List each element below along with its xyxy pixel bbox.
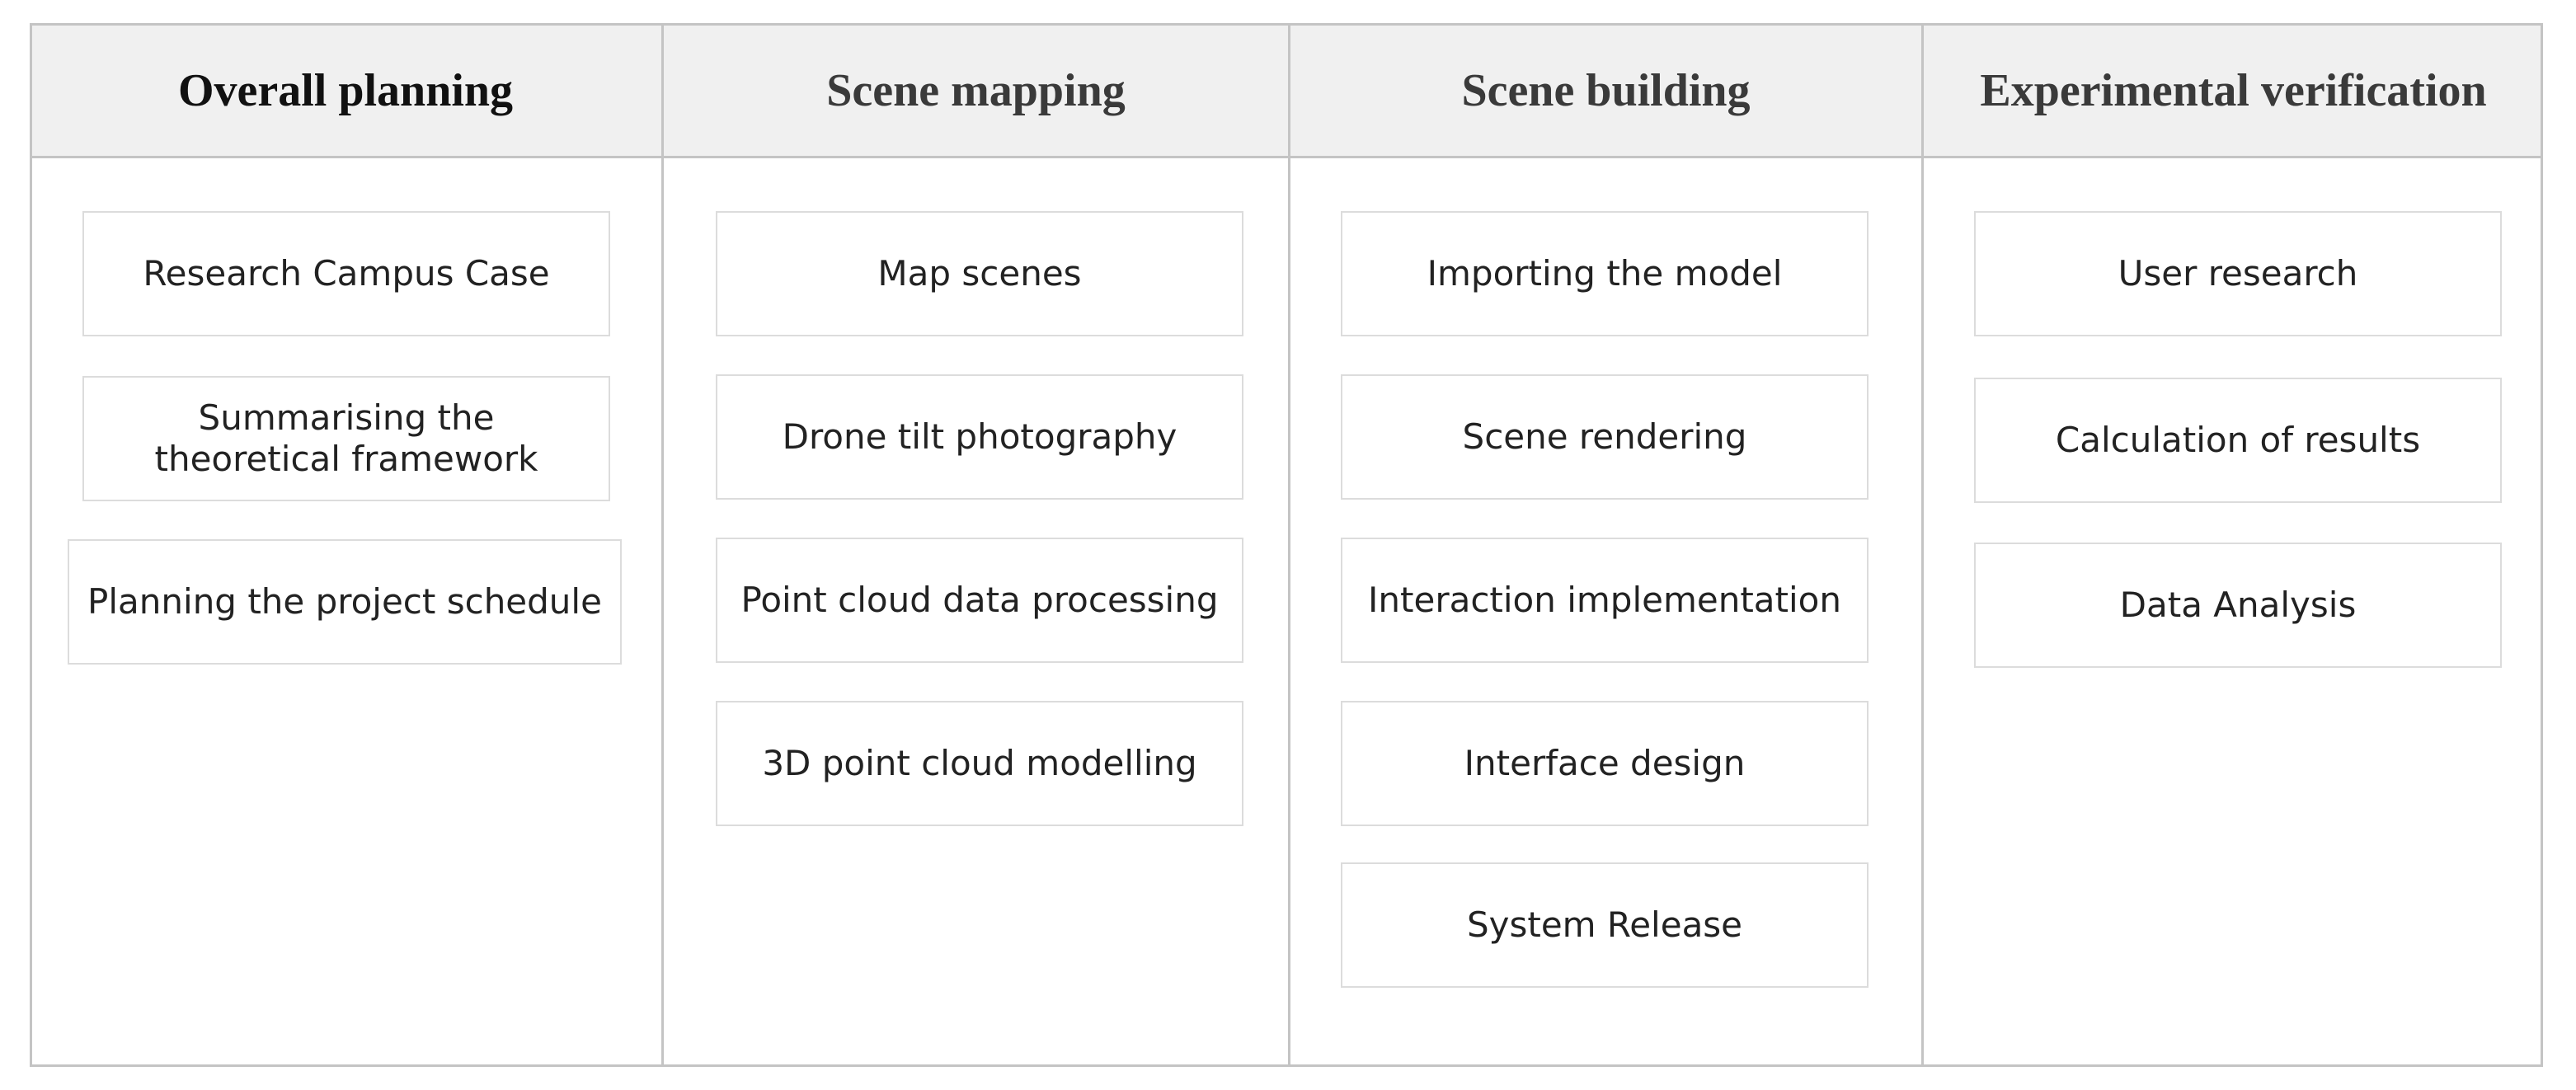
column-divider: [1288, 23, 1290, 1067]
step-box: Map scenes: [716, 211, 1243, 336]
step-box: Point cloud data processing: [716, 538, 1243, 663]
step-box: Interaction implementation: [1341, 538, 1869, 663]
step-box: Research Campus Case: [82, 211, 610, 336]
step-box: Calculation of results: [1974, 378, 2502, 503]
column-title-experimental-verification: Experimental verification: [1980, 65, 2487, 116]
step-box: 3D point cloud modelling: [716, 701, 1243, 826]
column-title-overall-planning: Overall planning: [177, 65, 514, 116]
step-box: Interface design: [1341, 701, 1869, 826]
column-divider: [1921, 23, 1924, 1067]
column-title-scene-mapping: Scene mapping: [826, 65, 1126, 116]
step-box: Summarising the theoretical framework: [82, 376, 610, 501]
column-divider: [661, 23, 664, 1067]
step-box: Importing the model: [1341, 211, 1869, 336]
step-box: Data Analysis: [1974, 543, 2502, 668]
step-box: Drone tilt photography: [716, 374, 1243, 500]
header-band: [30, 23, 2543, 158]
step-box: Scene rendering: [1341, 374, 1869, 500]
column-title-scene-building: Scene building: [1461, 65, 1751, 116]
step-box: User research: [1974, 211, 2502, 336]
step-box: Planning the project schedule: [68, 539, 622, 665]
step-box: System Release: [1341, 862, 1869, 988]
